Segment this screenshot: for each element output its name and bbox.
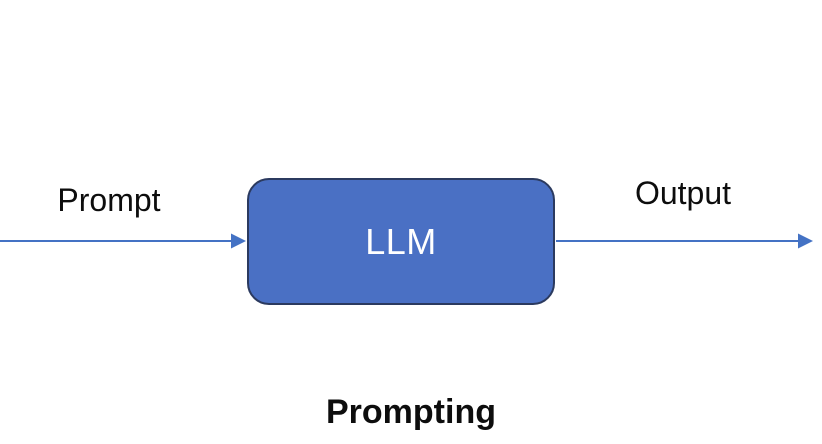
output-arrow-icon — [556, 233, 813, 249]
prompt-label: Prompt — [57, 182, 161, 218]
llm-node: LLM — [247, 178, 555, 305]
diagram-title: Prompting — [326, 393, 496, 431]
prompt-arrow-icon — [0, 233, 246, 249]
output-label: Output — [634, 175, 732, 211]
llm-node-label: LLM — [365, 220, 437, 262]
